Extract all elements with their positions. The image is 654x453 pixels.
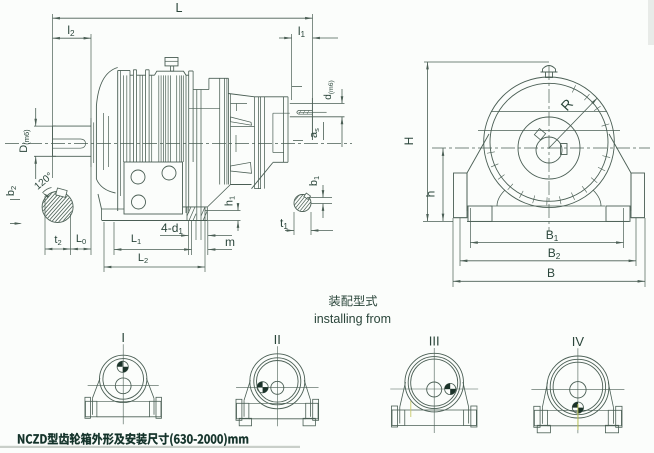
svg-text:B: B [547, 266, 555, 280]
svg-text:installing from: installing from [314, 312, 391, 326]
svg-text:III: III [429, 334, 440, 349]
svg-text:m: m [225, 235, 235, 249]
svg-text:L: L [176, 1, 183, 15]
svg-text:IV: IV [572, 334, 585, 349]
svg-text:I: I [121, 330, 125, 345]
svg-text:h: h [424, 191, 438, 198]
svg-text:H: H [402, 137, 416, 146]
svg-text:II: II [274, 332, 281, 347]
